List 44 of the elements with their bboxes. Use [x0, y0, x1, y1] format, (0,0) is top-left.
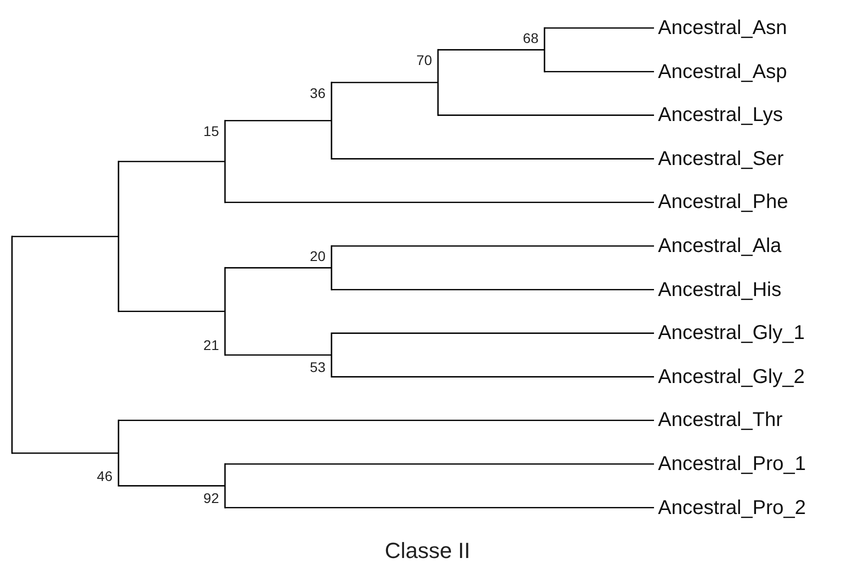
- taxon-label: Ancestral_Phe: [654, 190, 788, 214]
- tree-branch: [118, 420, 654, 422]
- tree-branch: [12, 236, 118, 238]
- tree-branch: [225, 120, 332, 122]
- bootstrap-value: 21: [202, 337, 219, 353]
- taxon-label: Ancestral_His: [654, 278, 782, 302]
- bootstrap-value: 15: [202, 122, 219, 139]
- tree-branch: [332, 376, 654, 378]
- tree-branch: [332, 82, 438, 84]
- tree-branch: [332, 245, 654, 247]
- tree-branch: [118, 310, 225, 312]
- bootstrap-value: 46: [96, 468, 112, 484]
- tree-branch: [544, 27, 654, 29]
- tree-branch: [332, 332, 654, 334]
- taxon-label: Ancestral_Lys: [654, 103, 783, 128]
- bootstrap-value: 92: [202, 490, 219, 506]
- taxon-label: Ancestral_Pro_1: [654, 452, 806, 476]
- taxon-label: Ancestral_Thr: [654, 408, 782, 432]
- taxon-label: Ancestral_Asp: [654, 60, 787, 84]
- tree-branch: [225, 463, 654, 465]
- taxon-label: Ancestral_Ser: [654, 146, 784, 171]
- tree-branch: [118, 485, 225, 486]
- tree-branch: [332, 288, 654, 290]
- caption: Classe II: [384, 538, 470, 564]
- tree-branch: [118, 160, 225, 162]
- tree-branch: [12, 452, 118, 454]
- bootstrap-value: 53: [308, 358, 326, 375]
- taxon-label: Ancestral_Asn: [654, 16, 787, 40]
- tree-branch: [225, 506, 654, 508]
- bootstrap-value: 68: [522, 30, 538, 46]
- taxon-label: Ancestral_Pro_2: [654, 496, 806, 520]
- taxon-label: Ancestral_Gly_1: [654, 321, 805, 346]
- tree-branch: [225, 267, 332, 268]
- tree-branch: [225, 354, 332, 356]
- tree-branch: [438, 49, 544, 50]
- bootstrap-value: 20: [308, 248, 326, 264]
- tree-branch: [332, 158, 654, 160]
- tree-branch: [544, 70, 654, 72]
- tree-branch: [225, 202, 654, 204]
- bootstrap-value: 70: [415, 52, 432, 68]
- tree-branch: [438, 114, 654, 116]
- taxon-label: Ancestral_Ala: [654, 234, 782, 258]
- taxon-label: Ancestral_Gly_2: [654, 364, 805, 389]
- bootstrap-value: 36: [308, 84, 326, 100]
